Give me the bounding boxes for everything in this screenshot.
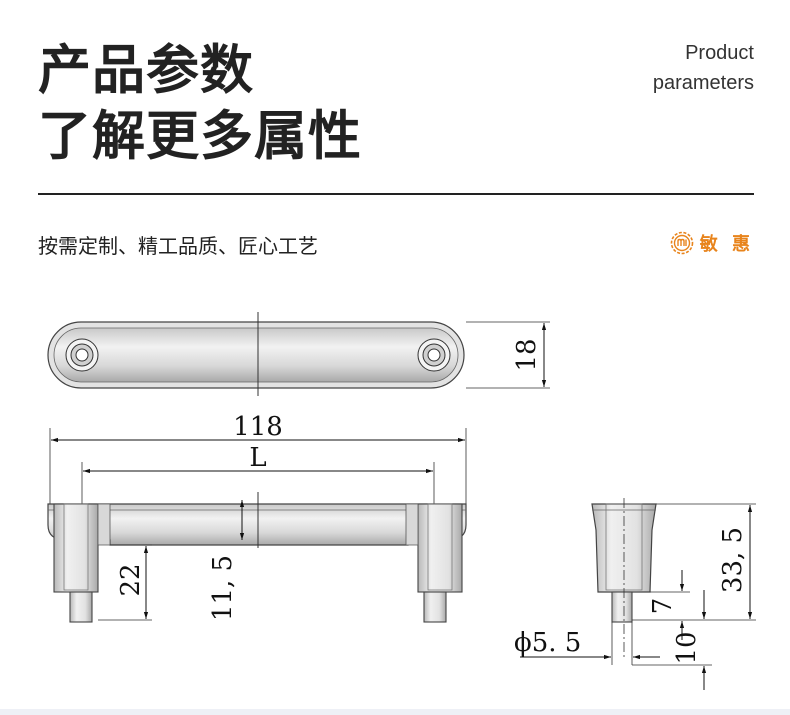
handle-top-body [53,327,459,383]
english-title: Product parameters [653,38,754,98]
bottom-strip [0,709,790,715]
total-height-label: 33, 5 [718,527,748,593]
diameter-label: ϕ5. 5 [514,628,581,658]
title-line-2: 了解更多属性 [38,106,362,167]
thread-length-label: 7 [648,598,678,615]
total-length-label: 118 [233,412,283,442]
width-label: 18 [512,338,542,371]
side-view: 33, 5 7 10 ϕ5. 5 [514,498,756,690]
hole-spacing-label: L [249,443,266,473]
right-hole [417,338,451,372]
left-thread [69,591,93,623]
slogan: 按需定制、精工品质、匠心工艺 [38,234,318,258]
side-thread [611,591,633,623]
brand: 敏 惠 [670,230,754,256]
page-title: 产品参数 了解更多属性 [38,38,362,170]
bar-thickness-label: 11, 5 [208,555,238,621]
left-hole [65,338,99,372]
front-view: 118 L 22 11, 5 [47,412,467,623]
leg-height-label: 22 [116,563,146,596]
header-divider [38,193,754,195]
brand-name: 敏 惠 [699,234,754,255]
title-line-1: 产品参数 [38,40,254,101]
brand-logo-icon [670,231,694,255]
top-view: 18 [47,312,550,396]
english-title-line-1: Product [685,42,754,64]
left-leg [53,503,99,593]
english-title-line-2: parameters [652,72,754,94]
bottom-length-label: 10 [672,631,702,664]
right-leg [417,503,463,593]
right-thread [423,591,447,623]
